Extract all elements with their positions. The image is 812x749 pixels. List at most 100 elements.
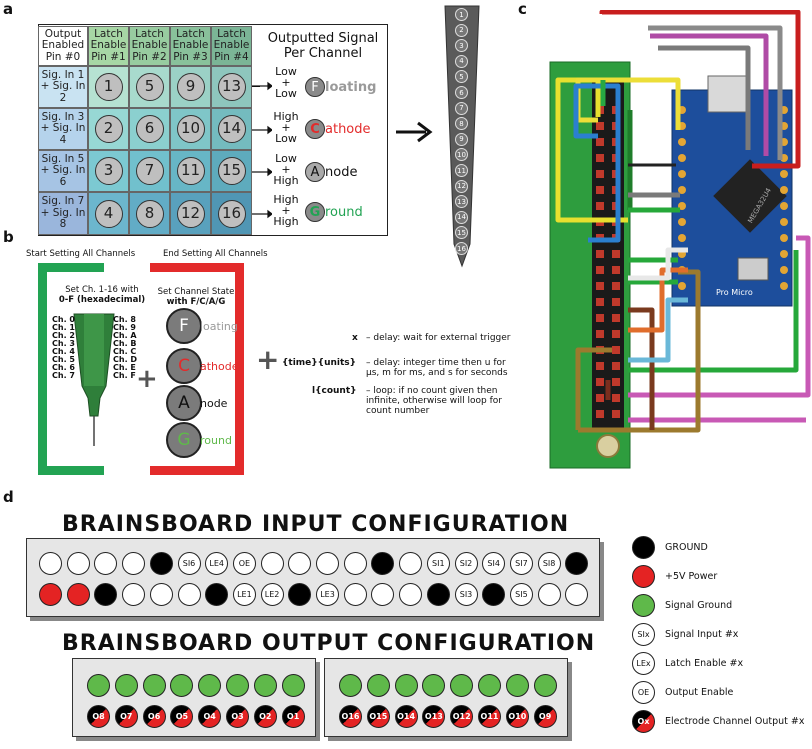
- channel-label: Ch. 8: [113, 315, 136, 324]
- channel-cell: 11: [170, 150, 211, 192]
- signal-ground-pin: [450, 674, 474, 697]
- header-pin: [596, 186, 604, 194]
- header-pin: [596, 170, 604, 178]
- header-pin: [612, 346, 620, 354]
- command-time: {time}{units} – delay: integer time then…: [282, 358, 516, 378]
- input-pin: [565, 552, 589, 575]
- electrode-number-15: 15: [455, 226, 468, 240]
- set-state-line2: with F/C/A/G: [166, 297, 226, 307]
- signal-ground-pin: [87, 674, 110, 697]
- signal-ground-pin: [170, 674, 194, 697]
- header-pin: [596, 330, 604, 338]
- channel-label: Ch. E: [113, 363, 136, 372]
- signal-ground-pin: [366, 674, 390, 697]
- legend-text: Output Enable: [665, 687, 734, 698]
- output-pin-o1: O1: [281, 705, 305, 728]
- channel-10: 10: [176, 115, 205, 143]
- panel-d-label: d: [3, 488, 14, 506]
- header-pin: [596, 250, 604, 258]
- channel-cell: 8: [129, 192, 170, 235]
- state-cathode: C athode: [305, 119, 371, 139]
- b-rest-f: loating: [200, 319, 238, 333]
- start-bracket-top: [88, 263, 104, 272]
- pro-micro-pin: [678, 154, 686, 162]
- header-latch-3: Latch Enable Pin #3: [170, 26, 211, 66]
- channel-cell: 14: [211, 108, 252, 150]
- header-pin: [596, 410, 604, 418]
- input-pin: [149, 583, 173, 606]
- channel-cell: 1: [88, 66, 129, 108]
- channel-16: 16: [217, 199, 246, 228]
- channel-cell: 7: [129, 150, 170, 192]
- electrode-number-8: 8: [455, 117, 468, 131]
- signal-ground-pin: [505, 674, 529, 697]
- electrode-number-6: 6: [455, 86, 468, 99]
- input-pin: [149, 552, 173, 575]
- channel-label: Ch. C: [113, 347, 137, 356]
- set-state-line1: Set Channel State: [157, 287, 235, 297]
- b-letter-c: C: [166, 348, 202, 384]
- header-latch-2: Latch Enable Pin #2: [129, 26, 170, 66]
- input-pin: [205, 583, 229, 606]
- input-pin: OE: [232, 552, 256, 575]
- channel-5: 5: [135, 73, 164, 101]
- electrode-number-1: 1: [455, 8, 468, 21]
- channel-8: 8: [135, 199, 164, 228]
- channel-9: 9: [176, 73, 205, 101]
- channel-label: Ch. D: [113, 355, 138, 364]
- channel-label: Ch. A: [113, 331, 137, 340]
- legend-swatch: Ox: [632, 710, 655, 733]
- channel-cell: 6: [129, 108, 170, 150]
- input-pin: SI3: [454, 583, 478, 606]
- channel-label: Ch. 0: [52, 315, 75, 324]
- channel-label: Ch. 3: [52, 339, 75, 348]
- output-pin-o9: O9: [533, 705, 557, 728]
- state-rest-a: node: [325, 164, 358, 180]
- pro-micro-pin: [678, 138, 686, 146]
- header-pin: [612, 394, 620, 402]
- header-pin: [612, 410, 620, 418]
- signal-ground-pin: [339, 674, 362, 697]
- output-pin-o2: O2: [253, 705, 277, 728]
- legend-item: Signal Ground: [632, 594, 732, 617]
- state-rest-g: round: [325, 204, 363, 220]
- channel-cell: 3: [88, 150, 129, 192]
- input-pin: [482, 583, 506, 606]
- electrode-number-5: 5: [455, 70, 468, 84]
- signal-title: Outputted Signal Per Channel: [267, 31, 379, 61]
- pro-micro-pin: [780, 218, 788, 226]
- electrode-number-4: 4: [455, 54, 468, 68]
- output-pin-o4: O4: [198, 705, 222, 728]
- header-pin: [612, 330, 620, 338]
- state-rest-c: athode: [325, 121, 371, 137]
- output-pin-o16: O16: [339, 705, 362, 728]
- plus-2: +: [256, 343, 280, 376]
- row-label-2: Sig. In 3 + Sig. In 4: [38, 108, 88, 150]
- electrode-number-7: 7: [455, 101, 468, 115]
- legend-swatch: [632, 565, 655, 588]
- pro-micro-label: Pro Micro: [716, 288, 753, 297]
- channel-7: 7: [135, 157, 164, 185]
- b-letter-f: F: [166, 308, 202, 344]
- input-pin: [122, 583, 146, 606]
- channel-4: 4: [94, 199, 123, 228]
- input-pin: [94, 583, 118, 606]
- output-pin-o14: O14: [394, 705, 418, 728]
- pro-micro-pin: [780, 266, 788, 274]
- electrode-number-14: 14: [455, 210, 468, 224]
- legend-text: +5V Power: [665, 571, 718, 582]
- channel-label: Ch. 6: [52, 363, 75, 372]
- legend-item: +5V Power: [632, 565, 717, 588]
- input-pin: SI8: [537, 552, 561, 575]
- input-pin: [399, 552, 423, 575]
- header-pin: [596, 122, 604, 130]
- header-latch-1: Latch Enable Pin #1: [88, 26, 129, 66]
- header-pin: [596, 378, 604, 386]
- input-pin: [288, 583, 312, 606]
- set-ch-line1: Set Ch. 1-16 with: [65, 285, 139, 295]
